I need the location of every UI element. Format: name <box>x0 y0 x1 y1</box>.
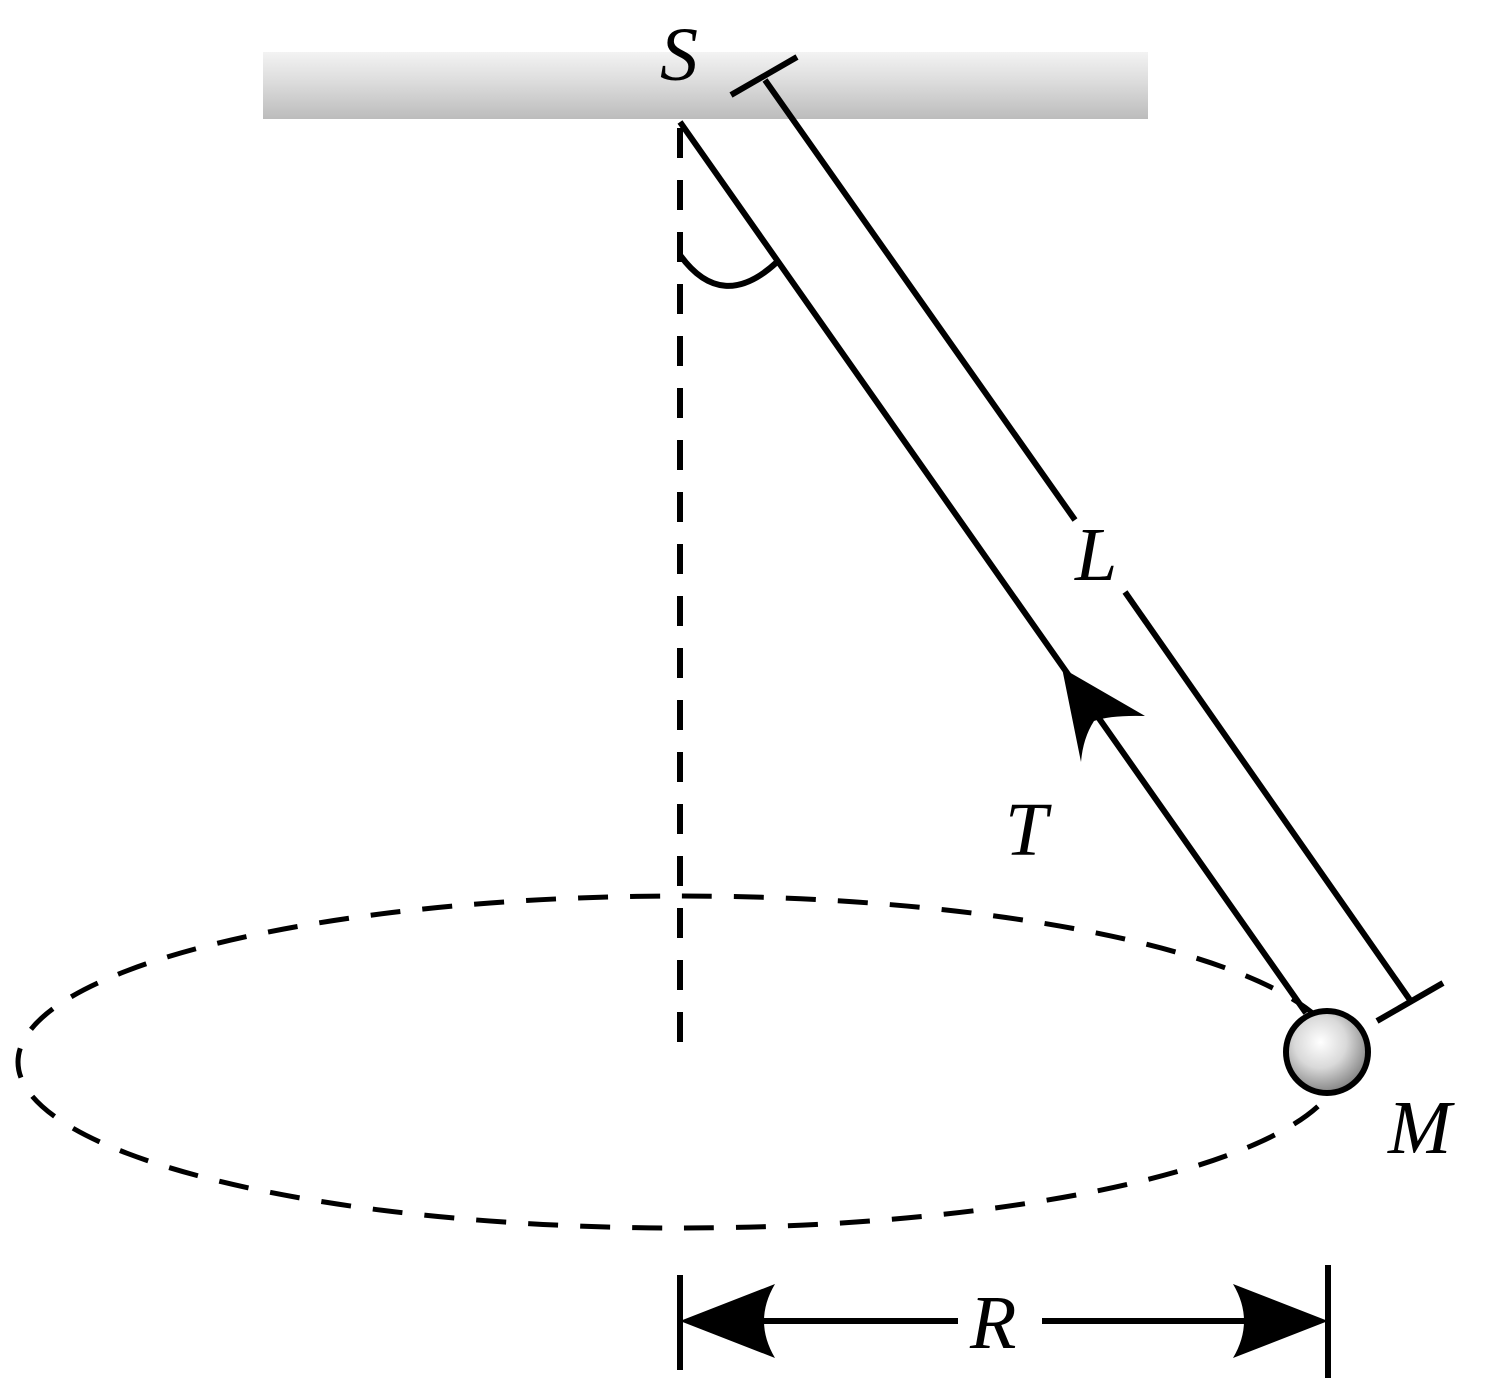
length-dimension-line-upper <box>762 78 1078 522</box>
tension-arrow-head <box>1062 668 1145 762</box>
pendulum-bob <box>1283 1008 1371 1096</box>
ceiling-support <box>263 52 1148 119</box>
circular-path <box>15 893 1345 1231</box>
length-tick-bottom <box>1375 980 1445 1024</box>
label-tension: T <box>1005 788 1052 872</box>
label-radius: R <box>969 1281 1016 1365</box>
length-dimension-line-lower <box>1122 590 1413 1002</box>
label-mass: M <box>1387 1086 1455 1170</box>
label-length: L <box>1074 513 1117 597</box>
pendulum-string <box>677 120 1309 1015</box>
label-support: S <box>660 13 698 97</box>
angle-arc <box>677 253 780 289</box>
length-tick-top <box>729 54 799 98</box>
radius-arrow-left <box>680 1284 775 1358</box>
radius-arrow-right <box>1233 1284 1328 1358</box>
